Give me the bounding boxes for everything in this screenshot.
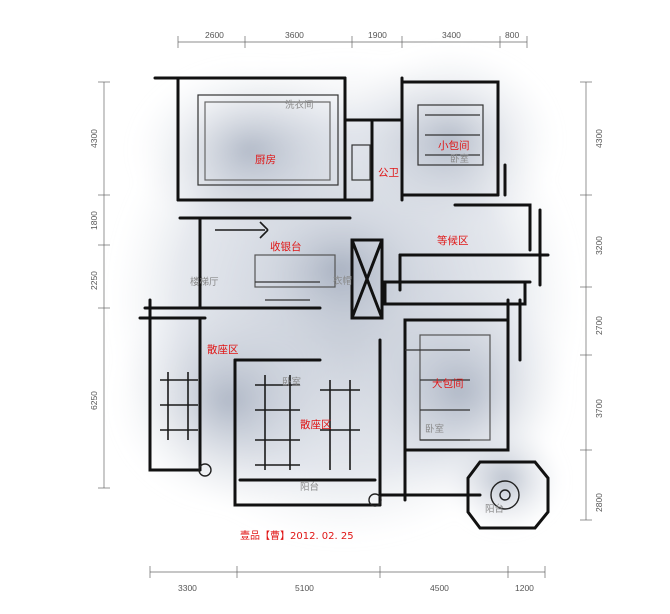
room-label-balcony: 阳台 — [300, 481, 319, 493]
dimension-lines — [98, 36, 592, 578]
top-dim-5: 800 — [505, 30, 519, 40]
watercolor-wash — [110, 45, 580, 545]
bottom-dim-2: 5100 — [295, 583, 314, 593]
right-dim-4: 3700 — [594, 399, 604, 418]
room-label-bedroom-upper: 卧室 — [450, 153, 469, 165]
right-dim-3: 2700 — [594, 316, 604, 335]
walls — [138, 76, 550, 530]
top-dim-2: 3600 — [285, 30, 304, 40]
left-dimensions: 4300 1800 2250 6250 — [89, 129, 99, 410]
signature-text: 壹品【曹】2012. 02. 25 — [240, 529, 354, 542]
bottom-dimensions: 3300 5100 4500 1200 — [178, 583, 534, 593]
left-dim-4: 6250 — [89, 391, 99, 410]
right-dimensions: 4300 3200 2700 3700 2800 — [594, 129, 604, 512]
room-label-large-private-room: 大包间 — [432, 377, 464, 390]
gray-room-labels: 洗衣间 卧室 楼梯厅 衣帽 卧室 卧室 阳台 阳台 — [190, 99, 504, 515]
room-label-stairwell: 楼梯厅 — [190, 276, 219, 288]
room-label-waiting-area: 等候区 — [437, 234, 469, 247]
room-label-scattered-seating-left: 散座区 — [207, 343, 239, 356]
round-table-sketch — [198, 463, 520, 510]
right-dim-5: 2800 — [594, 493, 604, 512]
furniture-sketch — [160, 221, 360, 470]
left-dim-1: 4300 — [89, 129, 99, 148]
interior-lines — [197, 94, 491, 441]
red-room-labels: 厨房 小包间 公卫 收银台 等候区 散座区 大包间 散座区 — [207, 139, 470, 431]
bottom-dim-1: 3300 — [178, 583, 197, 593]
room-label-small-private-room: 小包间 — [438, 139, 470, 152]
bottom-dim-4: 1200 — [515, 583, 534, 593]
right-dim-2: 3200 — [594, 236, 604, 255]
room-label-kitchen: 厨房 — [255, 153, 276, 166]
bottom-dim-3: 4500 — [430, 583, 449, 593]
top-dim-1: 2600 — [205, 30, 224, 40]
top-dim-3: 1900 — [368, 30, 387, 40]
room-label-laundry: 洗衣间 — [285, 99, 314, 111]
room-label-cashier: 收银台 — [270, 240, 302, 253]
room-label-scattered-seating-center: 散座区 — [300, 418, 332, 431]
room-label-public-toilet: 公卫 — [378, 167, 399, 179]
left-dim-2: 1800 — [89, 211, 99, 230]
room-label-cloakroom: 衣帽 — [333, 275, 352, 287]
top-dim-4: 3400 — [442, 30, 461, 40]
right-dim-1: 4300 — [594, 129, 604, 148]
room-label-bedroom-center: 卧室 — [282, 376, 301, 388]
room-label-bedroom-right: 卧室 — [425, 423, 444, 435]
left-dim-3: 2250 — [89, 271, 99, 290]
top-dimensions: 2600 3600 1900 3400 800 — [205, 30, 519, 40]
room-label-balcony-right: 阳台 — [485, 503, 504, 515]
